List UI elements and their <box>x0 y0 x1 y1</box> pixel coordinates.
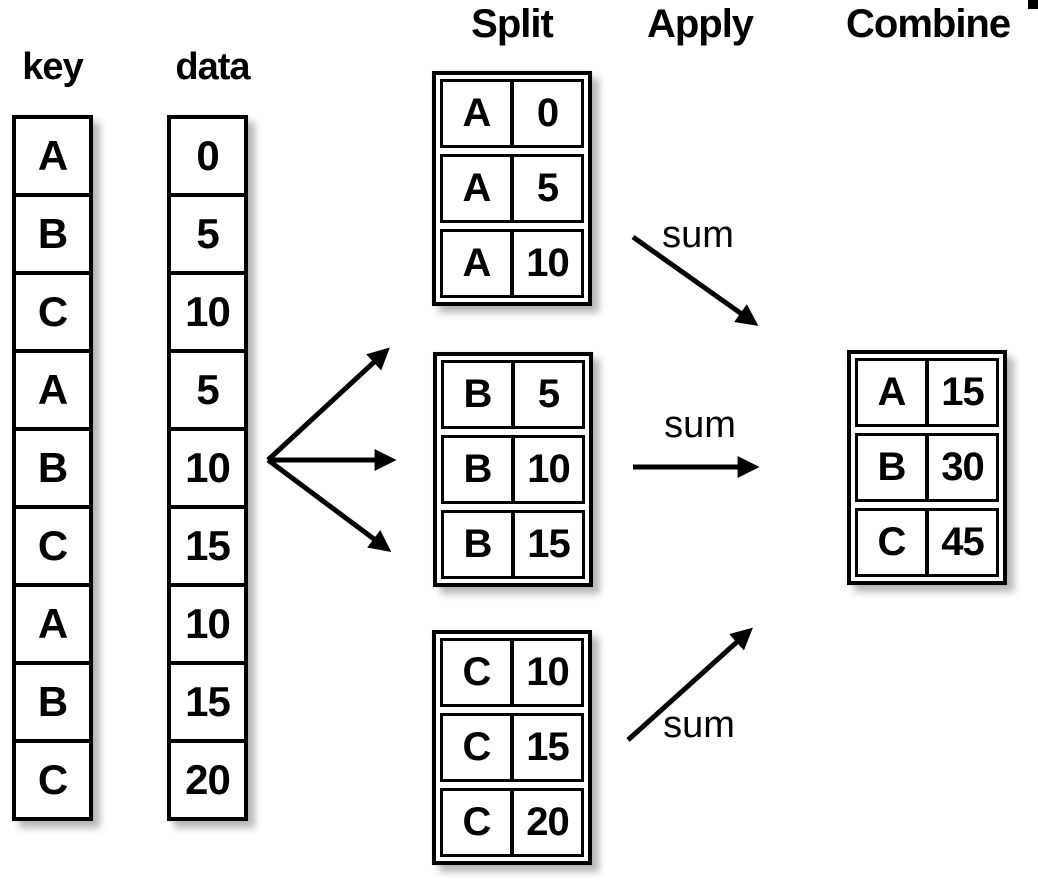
split-stage-header: Split <box>471 2 554 46</box>
result-value-cell: 15 <box>925 361 996 424</box>
group-key-cell: C <box>462 800 492 844</box>
group-key-cell: A <box>462 166 492 210</box>
group-key-cell: C <box>462 650 492 694</box>
key-cell: A <box>16 583 89 661</box>
data-cell: 5 <box>171 193 244 271</box>
sum-label-a: sum <box>662 214 734 256</box>
group-value-cell: 10 <box>510 641 581 704</box>
key-cell: C <box>16 505 89 583</box>
table-row: C 45 <box>855 508 999 577</box>
key-column-table: A B C A B C A B C <box>12 115 93 821</box>
group-key-cell: A <box>462 91 492 135</box>
data-cell: 0 <box>196 132 219 179</box>
split-arrow-to-group-a <box>266 347 390 462</box>
data-cell: 5 <box>171 349 244 427</box>
data-cell: 10 <box>171 271 244 349</box>
data-cell: 15 <box>171 505 244 583</box>
table-row: A 0 <box>440 79 584 148</box>
group-value-cell: 15 <box>510 716 581 779</box>
data-cell: 10 <box>171 427 244 505</box>
split-group-b-table: B 5 B 10 B 15 <box>433 352 593 587</box>
table-row: C 20 <box>440 788 584 857</box>
combine-result-table: A 15 B 30 C 45 <box>847 350 1007 585</box>
split-arrow-to-group-c <box>266 457 392 552</box>
combine-stage-header: Combine <box>846 2 1011 46</box>
result-value-cell: 30 <box>925 436 996 499</box>
sum-label-b: sum <box>664 404 736 446</box>
key-cell: B <box>16 661 89 739</box>
key-cell: A <box>37 132 68 179</box>
table-row: C 15 <box>440 713 584 782</box>
group-key-cell: A <box>462 241 492 285</box>
group-value-cell: 10 <box>511 438 582 501</box>
data-cell: 10 <box>171 583 244 661</box>
table-row: B 10 <box>441 435 585 504</box>
result-value-cell: 45 <box>925 511 996 574</box>
table-row: B 30 <box>855 433 999 502</box>
edge-artifact <box>1028 0 1038 9</box>
sum-label-c: sum <box>663 704 735 746</box>
group-value-cell: 10 <box>510 232 581 295</box>
group-value-cell: 0 <box>510 82 581 145</box>
key-cell: B <box>16 193 89 271</box>
group-key-cell: C <box>462 725 492 769</box>
group-value-cell: 20 <box>510 791 581 854</box>
split-group-c-table: C 10 C 15 C 20 <box>432 630 592 865</box>
table-row: A 15 <box>855 358 999 427</box>
table-row: B 5 <box>441 360 585 429</box>
key-cell: A <box>16 349 89 427</box>
group-value-cell: 5 <box>510 157 581 220</box>
apply-stage-header: Apply <box>646 2 754 46</box>
key-cell: C <box>16 739 89 817</box>
group-value-cell: 5 <box>511 363 582 426</box>
group-key-cell: B <box>463 447 493 491</box>
key-cell: B <box>16 427 89 505</box>
data-column-label: data <box>175 46 250 88</box>
data-column-table: 0 5 10 5 10 15 10 15 20 <box>167 115 248 821</box>
table-row: C 10 <box>440 638 584 707</box>
table-row: A 10 <box>440 229 584 298</box>
key-cell: C <box>16 271 89 349</box>
group-key-cell: B <box>463 372 493 416</box>
key-column-label: key <box>22 46 83 88</box>
group-key-cell: B <box>463 522 493 566</box>
data-cell: 15 <box>171 661 244 739</box>
result-key-cell: B <box>877 445 907 489</box>
table-row: B 15 <box>441 510 585 579</box>
table-row: A 5 <box>440 154 584 223</box>
result-key-cell: C <box>877 520 907 564</box>
group-value-cell: 15 <box>511 513 582 576</box>
data-cell: 20 <box>171 739 244 817</box>
split-group-a-table: A 0 A 5 A 10 <box>432 71 592 306</box>
result-key-cell: A <box>877 370 907 414</box>
